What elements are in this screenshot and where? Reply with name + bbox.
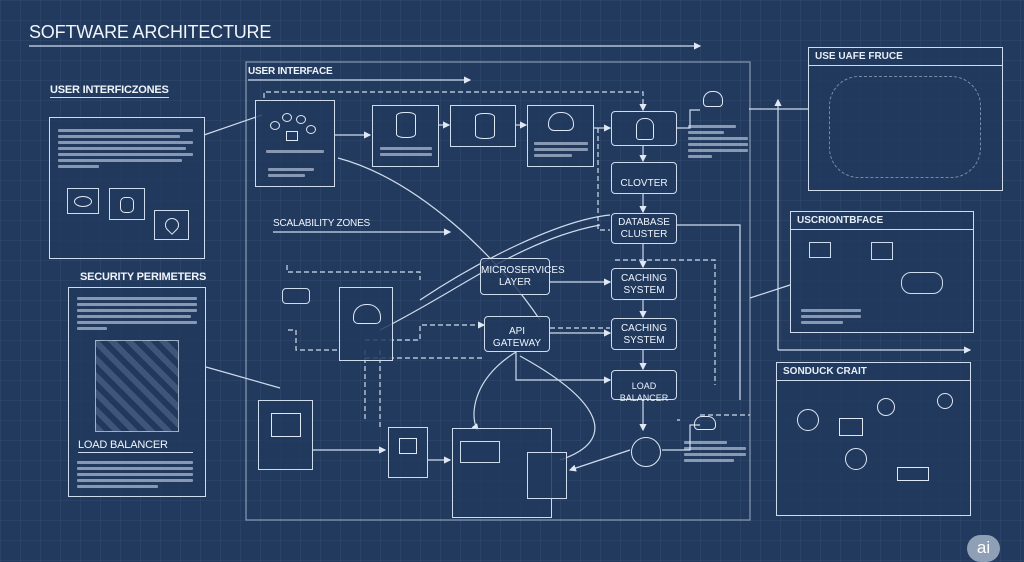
ai-badge: ai xyxy=(967,535,1000,562)
deploy-icon xyxy=(399,438,417,454)
description-text xyxy=(801,306,861,327)
server-rack-window[interactable] xyxy=(258,400,313,470)
panel-title: SONDUCK CRAIT xyxy=(777,363,970,381)
server-node[interactable] xyxy=(450,105,516,147)
api-gateway-node[interactable]: API GATEWAY xyxy=(484,316,550,352)
right-panel-3: SONDUCK CRAIT xyxy=(776,362,971,516)
users-icon xyxy=(631,437,661,467)
gear-icon xyxy=(845,448,867,470)
chart-icon xyxy=(871,242,893,260)
storage-icon xyxy=(282,288,310,304)
cloud-note-text xyxy=(684,438,746,465)
flow-diagram xyxy=(829,76,981,178)
lock-icon xyxy=(636,118,654,140)
server-rack-icon xyxy=(271,413,301,437)
scalability-heading: SCALABILITY ZONES xyxy=(273,218,371,229)
deploy-window[interactable] xyxy=(388,427,428,478)
cloud-icon xyxy=(809,242,831,258)
description-text xyxy=(77,458,193,491)
cloud-icon xyxy=(694,416,716,430)
right-panel-2: USCRIONTBFACE xyxy=(790,211,974,333)
security-node[interactable] xyxy=(611,111,677,146)
gear-icon xyxy=(937,393,953,409)
cloud-icon xyxy=(548,112,574,131)
security-heading: SECURITY PERIMETERS xyxy=(80,271,207,283)
eye-icon xyxy=(67,188,99,214)
cloud-icon xyxy=(353,304,381,324)
gear-icon xyxy=(797,409,819,431)
ui-zones-heading: USER INTERFICZONES xyxy=(50,84,169,98)
gear-icon xyxy=(877,398,895,416)
cloud-icon xyxy=(901,272,943,294)
devices-window[interactable] xyxy=(527,452,567,499)
database-icon xyxy=(396,112,416,138)
brain-icon xyxy=(109,188,145,220)
cloud-storage-window[interactable] xyxy=(339,287,393,361)
location-icon xyxy=(154,210,189,240)
load-balancer-node[interactable]: LOAD BALANCER xyxy=(611,370,677,403)
service-node[interactable] xyxy=(460,441,500,463)
description-text xyxy=(58,126,193,171)
ui-zones-panel xyxy=(49,117,205,259)
user-interface-node[interactable] xyxy=(255,100,335,187)
panel-title: USCRIONTBFACE xyxy=(791,212,973,230)
database-cluster-node[interactable]: DATABASE CLUSTER xyxy=(611,213,677,244)
monitor-icon xyxy=(839,418,863,436)
security-panel: LOAD BALANCER xyxy=(68,287,206,497)
description-text xyxy=(77,294,197,333)
microservices-node[interactable]: MICROSERVICES LAYER xyxy=(480,258,565,295)
database-node[interactable] xyxy=(372,105,439,167)
devices-icon xyxy=(270,113,320,141)
user-interface-heading: USER INTERFACE xyxy=(248,66,333,77)
load-balancer-heading: LOAD BALANCER xyxy=(78,439,193,453)
caching-system-node[interactable]: CACHING SYSTEM xyxy=(611,318,677,350)
note-box xyxy=(897,467,929,481)
right-panel-1: USE UAFE FRUCE xyxy=(808,47,1003,191)
cloud-service-node[interactable] xyxy=(527,105,594,167)
clovter-node[interactable]: CLOVTER xyxy=(611,162,677,194)
server-stack-icon xyxy=(475,113,495,139)
caching-system-node[interactable]: CACHING SYSTEM xyxy=(611,268,677,300)
security-zone-map xyxy=(95,340,179,432)
page-title: SOFTWARE ARCHITECTURE xyxy=(29,22,272,42)
panel-title: USE UAFE FRUCE xyxy=(809,48,1002,66)
cloud-note-text xyxy=(688,122,748,161)
cloud-icon xyxy=(703,91,723,107)
